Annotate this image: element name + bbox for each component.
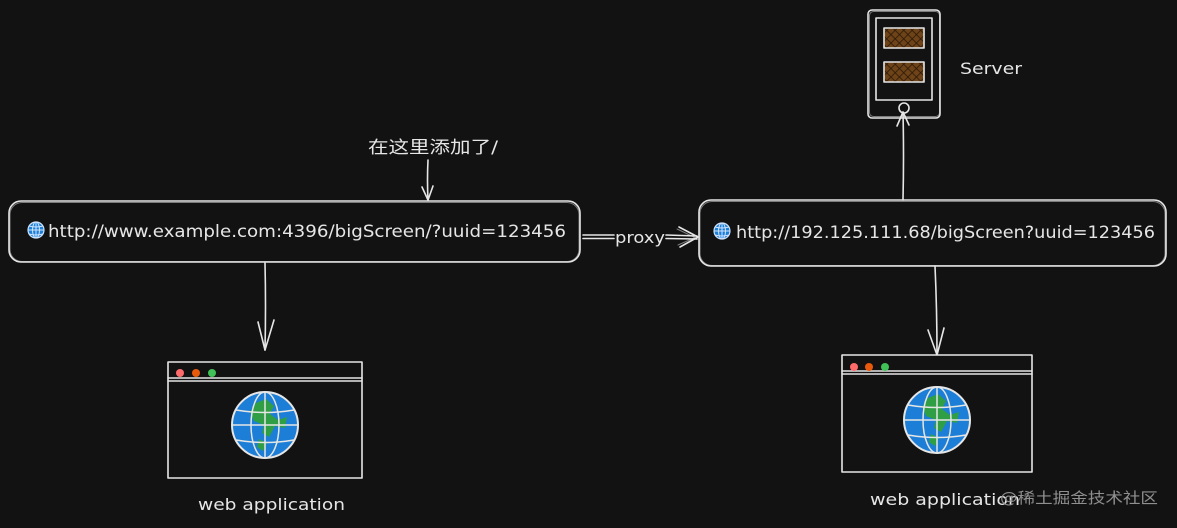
globe-icon	[713, 222, 731, 240]
proxy-arrow	[582, 226, 699, 248]
server-arrow	[896, 111, 910, 201]
server-drawer-top	[883, 27, 925, 49]
window-close-dot	[176, 369, 184, 377]
window-maximize-dot	[881, 363, 889, 371]
annotation-note: 在这里添加了/	[368, 138, 498, 158]
server-power-button	[898, 102, 910, 114]
globe-icon	[27, 221, 45, 239]
window-maximize-dot	[208, 369, 216, 377]
server-label: Server	[960, 59, 1022, 78]
right-browser-window-icon	[841, 354, 1033, 473]
annotation-arrow	[421, 159, 434, 201]
globe-icon	[903, 386, 971, 454]
globe-icon	[231, 391, 299, 459]
target-url-box: http://192.125.111.68/bigScreen?uuid=123…	[698, 199, 1167, 267]
window-close-dot	[850, 363, 858, 371]
server-icon	[867, 9, 941, 119]
left-browser-window-icon	[167, 361, 363, 479]
left-app-label: web application	[198, 495, 345, 514]
right-app-arrow	[927, 265, 945, 356]
server-drawer-bottom	[883, 61, 925, 83]
source-url-box: http://www.example.com:4396/bigScreen/?u…	[8, 200, 581, 263]
window-minimize-dot	[192, 369, 200, 377]
window-minimize-dot	[865, 363, 873, 371]
target-url-text: http://192.125.111.68/bigScreen?uuid=123…	[736, 223, 1155, 243]
source-url-text: http://www.example.com:4396/bigScreen/?u…	[48, 222, 566, 242]
left-app-arrow	[257, 262, 275, 351]
watermark: @稀土掘金技术社区	[1000, 489, 1158, 507]
proxy-label: proxy	[615, 228, 665, 247]
right-app-label: web application	[870, 490, 1020, 509]
